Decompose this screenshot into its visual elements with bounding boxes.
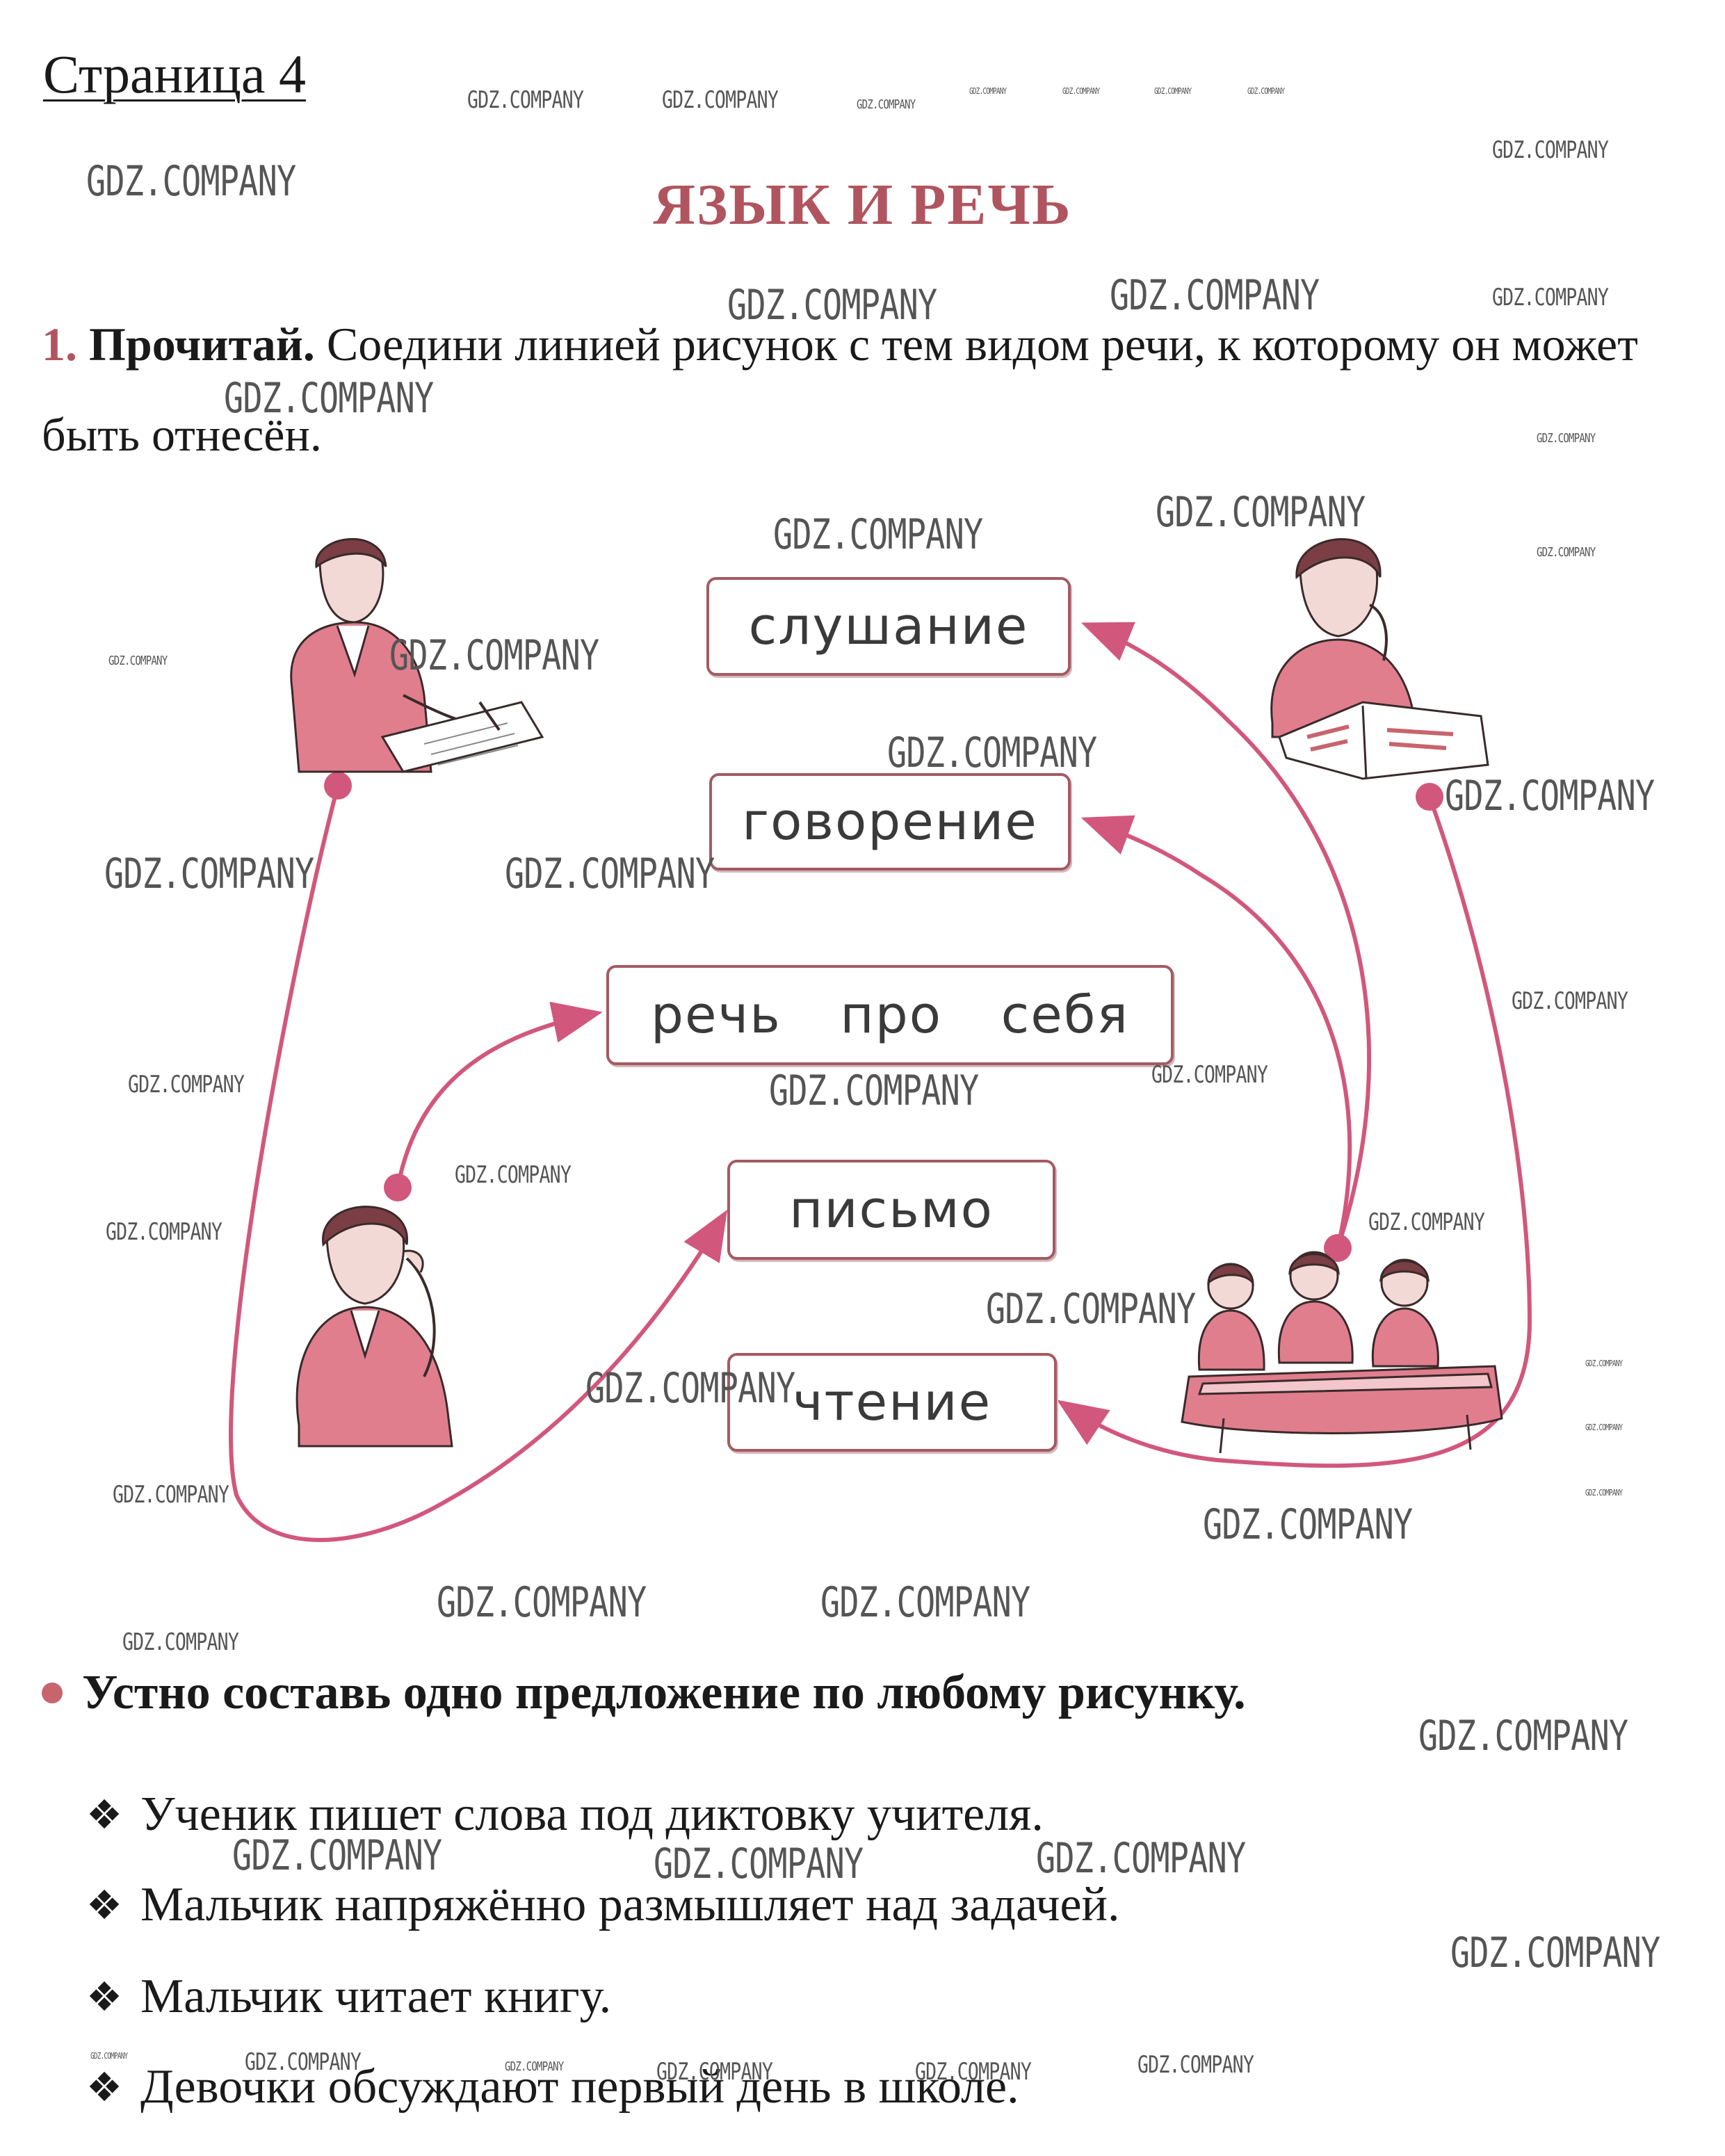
dot-boy-thinking — [384, 1174, 412, 1201]
box-inner-speech: речь про себя — [606, 965, 1174, 1065]
task-number: 1. — [42, 318, 77, 371]
line-speaking — [1080, 815, 1352, 1250]
girls-talking-illustration — [1181, 1251, 1503, 1454]
box-speaking: говорение — [709, 773, 1071, 870]
answer-item: ❖ Мальчик читает книгу. — [86, 1969, 611, 2025]
page-title: ЯЗЫК И РЕЧЬ — [653, 172, 1072, 237]
dot-girls-talking — [1324, 1234, 1352, 1262]
page-number: Страница 4 — [43, 44, 307, 104]
answer-item: ❖ Ученик пишет слова под диктовку учителя… — [86, 1787, 1044, 1842]
inner-word-2: про — [840, 985, 943, 1045]
boy-writing-illustration — [290, 537, 544, 773]
line-writing — [229, 784, 728, 1542]
boy-thinking-illustration — [295, 1206, 453, 1448]
answer-text: Девочки обсуждают первый день в школе. — [140, 2060, 1019, 2114]
answer-text: Мальчик читает книгу. — [140, 1970, 612, 2023]
dot-boy-reading — [1416, 783, 1443, 811]
answer-text: Ученик пишет слова под диктовку учителя. — [140, 1788, 1044, 1841]
dot-boy-writing — [324, 772, 352, 800]
line-listening — [1080, 622, 1371, 1250]
line-inner-speech — [396, 1001, 603, 1190]
box-writing: письмо — [727, 1160, 1055, 1260]
answer-item: ❖ Девочки обсуждают первый день в школе. — [86, 2059, 1019, 2115]
inner-word-3: себя — [1001, 985, 1129, 1045]
answer-item: ❖ Мальчик напряжённо размышляет над задач… — [86, 1877, 1119, 1933]
oral-task: Устно составь одно предложение по любому… — [42, 1665, 1246, 1721]
box-reading: чтение — [727, 1353, 1057, 1452]
boy-reading-book-illustration — [1270, 537, 1489, 780]
diamond-bullet-icon: ❖ — [86, 1881, 122, 1929]
diamond-bullet-icon: ❖ — [86, 2063, 122, 2111]
task-text: Соедини линией рисунок с тем видом речи,… — [42, 318, 1638, 461]
inner-word-1: речь — [651, 985, 781, 1045]
diamond-bullet-icon: ❖ — [86, 1790, 122, 1838]
oral-task-text: Устно составь одно предложение по любому… — [82, 1666, 1246, 1719]
bullet-icon — [42, 1682, 63, 1703]
box-listening: слушание — [706, 577, 1071, 676]
diamond-bullet-icon: ❖ — [86, 1972, 122, 2020]
task-verb: Прочитай. — [89, 318, 315, 371]
task-instruction: 1. Прочитай. Соедини линией рисунок с те… — [42, 299, 1696, 480]
answer-text: Мальчик напряжённо размышляет над задаче… — [140, 1878, 1120, 1931]
